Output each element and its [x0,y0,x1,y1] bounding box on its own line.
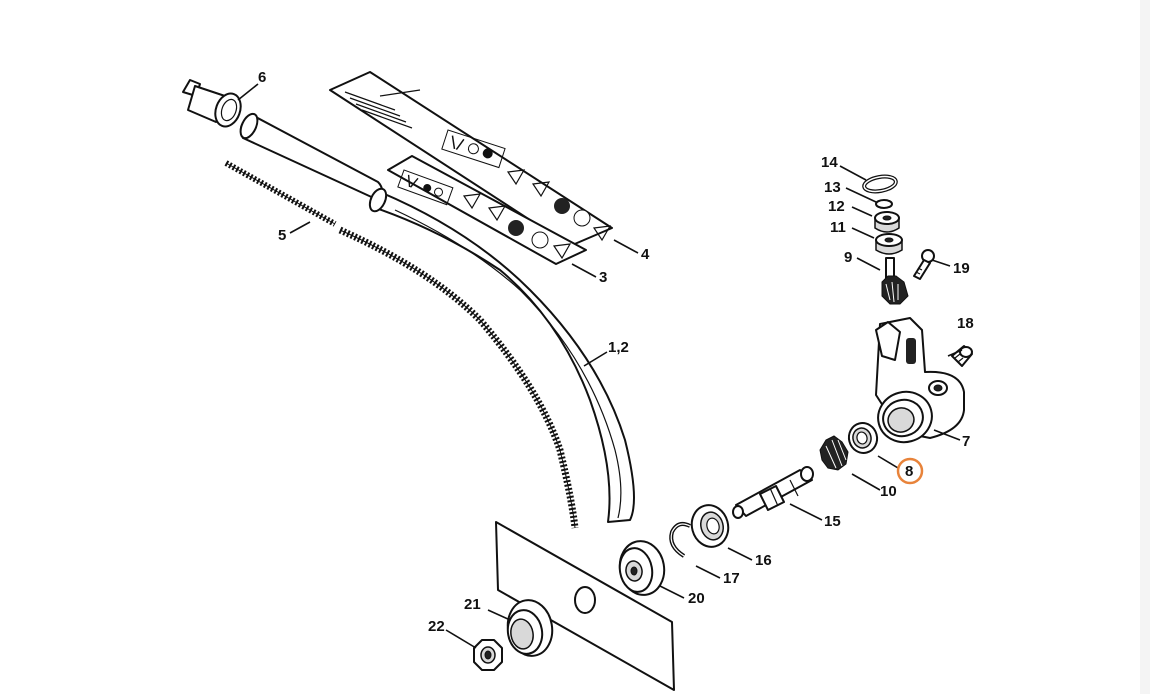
part-10-bevel-gear[interactable] [819,435,849,471]
part-17-circlip[interactable] [669,522,691,558]
label-part-21[interactable]: 21 [464,596,481,613]
part-5-drive-shaft[interactable] [224,160,579,529]
label-part-10[interactable]: 10 [880,483,897,500]
label-part-17[interactable]: 17 [723,570,740,587]
part-3-warning-label[interactable] [387,155,587,265]
label-part-1-2[interactable]: 1,2 [608,339,629,356]
label-part-16[interactable]: 16 [755,552,772,569]
label-part-20[interactable]: 20 [688,590,705,607]
highlight-ring [896,457,924,485]
part-8-ball-bearing[interactable] [846,420,881,456]
part-21-thrust-washer[interactable] [503,597,556,660]
blade-plate [495,521,675,691]
label-part-19[interactable]: 19 [953,260,970,277]
label-part-14[interactable]: 14 [821,154,838,171]
part-22-hex-nut[interactable] [473,639,503,671]
label-part-18[interactable]: 18 [957,315,974,332]
label-part-4[interactable]: 4 [641,246,650,263]
leader-lines [237,83,963,649]
part-9-pinion[interactable] [881,257,909,305]
page-edge [1140,0,1150,694]
part-19-screw[interactable] [913,249,935,280]
part-12-ball-bearing[interactable] [874,211,900,233]
label-part-3[interactable]: 3 [599,269,607,286]
part-labels: 6 5 1,2 4 3 7 8 10 9 11 12 13 14 15 16 1… [258,69,974,635]
part-18-screw[interactable] [951,345,973,367]
label-part-6[interactable]: 6 [258,69,266,86]
part-4-warning-label[interactable] [329,71,613,247]
part-16-ball-bearing[interactable] [687,501,733,551]
part-6-end-cap[interactable] [182,79,245,130]
label-part-11[interactable]: 11 [830,219,846,236]
part-20-thrust-plate[interactable] [616,538,669,599]
part-13-snap-ring[interactable] [875,199,893,209]
label-part-22[interactable]: 22 [428,618,445,635]
label-part-12[interactable]: 12 [828,198,845,215]
label-part-15[interactable]: 15 [824,513,841,530]
label-part-8[interactable]: 8 [905,463,913,480]
label-part-13[interactable]: 13 [824,179,841,196]
part-1-2-drive-tube[interactable] [237,111,635,523]
label-part-5[interactable]: 5 [278,227,286,244]
part-14-circlip[interactable] [862,174,898,194]
part-15-output-shaft[interactable] [732,466,814,519]
part-7-gear-housing[interactable] [872,317,965,448]
label-part-9[interactable]: 9 [844,249,852,266]
part-11-ball-bearing[interactable] [875,233,903,255]
label-part-7[interactable]: 7 [962,433,970,450]
